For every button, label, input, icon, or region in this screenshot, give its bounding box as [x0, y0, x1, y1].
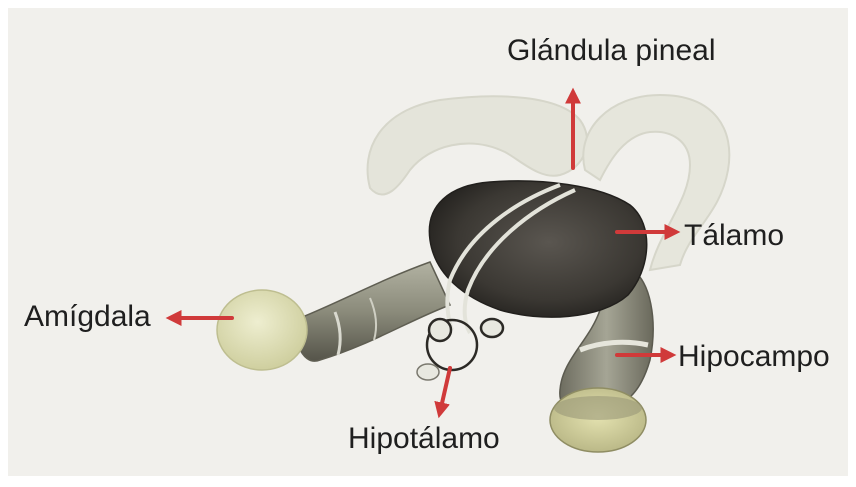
label-amigdala: Amígdala: [24, 302, 151, 332]
label-talamo: Tálamo: [684, 221, 784, 251]
label-hipocampo: Hipocampo: [678, 342, 830, 372]
label-hipotalamo: Hipotálamo: [348, 424, 500, 454]
label-glandula-pineal: Glándula pineal: [507, 36, 716, 66]
amygdala: [217, 290, 307, 370]
